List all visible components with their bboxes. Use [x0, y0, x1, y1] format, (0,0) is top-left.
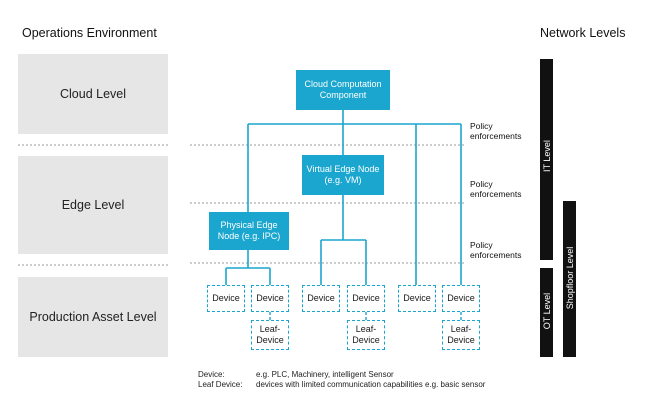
- physical-edge-node: Physical Edge Node (e.g. IPC): [209, 212, 289, 250]
- cloud-computation-node: Cloud Computation Component: [296, 70, 390, 110]
- legend-leaf-term: Leaf Device:: [198, 380, 243, 389]
- edge-level-label: Edge Level: [61, 198, 125, 212]
- it-level-bar: IT Level: [540, 59, 553, 260]
- it-level-label: IT Level: [542, 140, 552, 172]
- device-box: Device: [442, 285, 480, 312]
- shopfloor-level-label: Shopfloor Level: [565, 246, 575, 310]
- legend-device-term: Device:: [198, 370, 225, 379]
- ot-level-bar: OT Level: [540, 268, 553, 357]
- shopfloor-level-bar: Shopfloor Level: [563, 201, 576, 357]
- leaf-device-box: Leaf-Device: [442, 320, 480, 350]
- operations-environment-header: Operations Environment: [22, 26, 157, 40]
- production-asset-level-box: Production Asset Level: [18, 277, 168, 357]
- leaf-device-box: Leaf-Device: [251, 320, 289, 350]
- legend-device-desc: e.g. PLC, Machinery, intelligent Sensor: [256, 370, 394, 379]
- network-levels-header: Network Levels: [540, 26, 626, 40]
- cloud-level-box: Cloud Level: [18, 54, 168, 134]
- edge-level-box: Edge Level: [18, 156, 168, 254]
- virtual-edge-node: Virtual Edge Node (e.g. VM): [302, 155, 384, 195]
- device-box: Device: [207, 285, 245, 312]
- cloud-level-label: Cloud Level: [59, 87, 126, 101]
- device-box: Device: [251, 285, 289, 312]
- device-box: Device: [347, 285, 385, 312]
- leaf-device-box: Leaf-Device: [347, 320, 385, 350]
- device-box: Device: [302, 285, 340, 312]
- legend-leaf-desc: devices with limited communication capab…: [256, 380, 486, 389]
- policy-enforcements-label: Policy enforcements: [470, 121, 522, 141]
- production-asset-level-label: Production Asset Level: [29, 310, 157, 324]
- policy-enforcements-label: Policy enforcements: [470, 240, 522, 260]
- ot-level-label: OT Level: [542, 292, 552, 330]
- device-box: Device: [398, 285, 436, 312]
- policy-enforcements-label: Policy enforcements: [470, 179, 522, 199]
